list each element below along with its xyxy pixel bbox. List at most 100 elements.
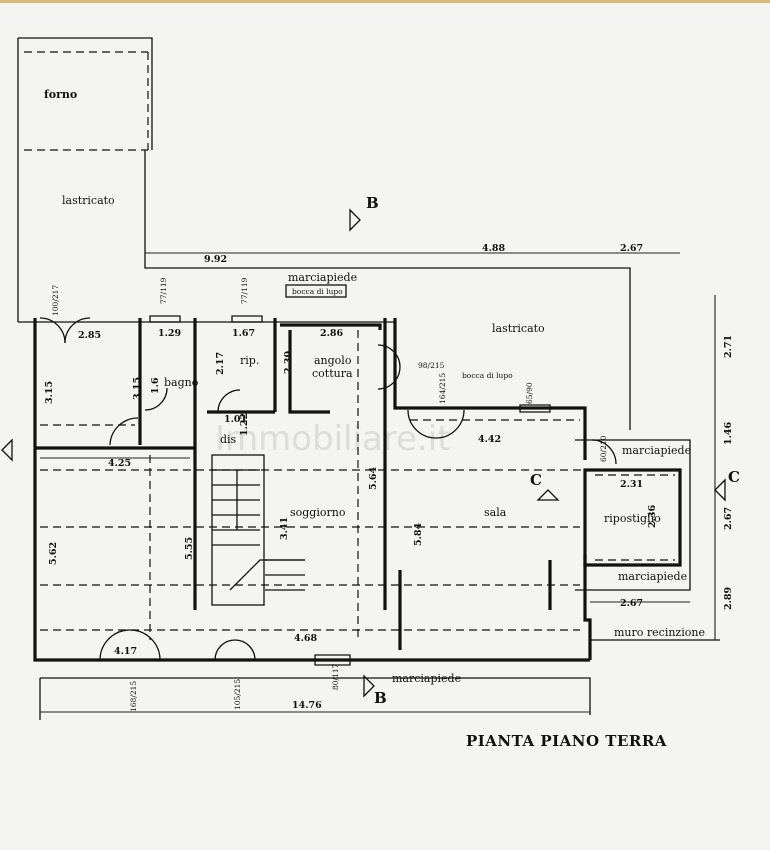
watermark-text: Immobiliare.it [215,419,451,459]
door-arc-sala-3 [407,409,437,439]
dim-488: 4.88 [482,243,506,254]
opening-164-215: 164/215 [438,373,447,404]
room-dis: dis [220,433,237,446]
dim-564: 5.64 [368,466,379,490]
arrow-b-top [349,208,361,232]
wall-house-east [393,318,587,460]
plan-title: PIANTA PIANO TERRA [466,732,667,750]
section-b-top: B [366,194,379,212]
room-rip: rip. [240,354,259,367]
dim-129: 1.29 [158,328,182,339]
dim-217: 2.17 [215,352,226,375]
dim-267-top: 2.67 [620,243,643,254]
dim-562: 5.62 [48,542,59,565]
opening-98-215: 98/215 [418,361,445,370]
opening-60-210: 60/210 [599,435,608,462]
room-cottura: cottura [312,367,353,380]
dim-267-v: 2.67 [723,507,734,530]
section-markers: B B C C [1,194,740,707]
wall-cottura-west [288,330,330,414]
opening-65-90: 65/90 [525,382,534,404]
wall-house-west-south [33,318,590,662]
door-arc-south-3 [214,639,236,661]
window-1 [149,315,181,323]
opening-100-217: 100/217 [51,285,60,316]
section-c-right: C [728,468,740,486]
room-lastricato-top: lastricato [62,194,115,207]
dim-425: 4.25 [108,458,131,469]
room-ripostiglio: ripostiglio [604,512,661,525]
dim-16: 1.6 [150,377,161,394]
door-arc-bagno [144,387,168,411]
window-3 [519,404,551,413]
section-c-left: C [530,471,542,489]
ripostiglio-block [575,439,691,591]
label-marciapiede-bottom: marciapiede [392,672,461,685]
arrow-left-edge [1,438,13,462]
opening-80-117: 80/117 [331,663,340,690]
room-lastricato-right: lastricato [492,322,545,335]
dim-1476: 14.76 [292,700,322,711]
label-bocca-lupo-2: bocca di lupo [462,371,513,380]
stair-landing [229,559,305,591]
room-bagno: bagno [164,376,199,389]
label-marciapiede-top: marciapiede [288,271,357,284]
room-angolo: angolo [314,354,352,367]
dim-167: 1.67 [232,328,255,339]
arrow-b-bottom [363,674,375,698]
wall-forno-top [18,37,153,150]
door-arc-sala-4 [435,409,465,439]
door-arc-south-1 [99,629,131,661]
opening-105-215: 105/215 [233,679,242,710]
dim-231: 2.31 [620,479,643,490]
ripostiglio-walls [583,468,682,567]
opening-168-215: 168/215 [129,681,138,712]
door-arc-south-4 [234,639,256,661]
label-marciapiede-right-bottom: marciapiede [618,570,687,583]
dim-584: 5.84 [413,522,424,546]
dim-122: 1.22 [239,413,250,436]
label-bocca-lupo-1: bocca di lupo [292,287,343,296]
staircase [211,454,305,606]
opening-77-119a: 77/119 [159,277,168,304]
windows [149,315,551,666]
dim-992: 9.92 [204,254,227,265]
arrow-c-right [714,478,726,502]
wall-courtyard-right [144,150,631,430]
dim-267-bottom: 2.67 [620,598,643,609]
room-forno: forno [44,88,77,101]
dim-289: 2.89 [723,586,734,610]
label-marciapiede-right-top: marciapiede [622,444,691,457]
ripostiglio-outer [575,439,691,591]
dim-230: 2.30 [283,350,294,374]
outer-walls [17,37,631,662]
dimension-lines [40,252,716,713]
dim-315a: 3.15 [44,381,55,404]
dim-236: 2.36 [647,504,658,528]
marciapiede-line [40,677,591,715]
dashed-lines [40,330,675,640]
dim-341: 3.41 [279,517,290,540]
dim-271: 2.71 [723,335,734,358]
dim-146: 1.46 [723,421,734,445]
label-muro: muro recinzione [614,626,705,639]
dim-555: 5.55 [184,537,195,560]
south-strip [39,639,720,720]
bocca-lupo-box-1 [285,284,347,298]
door-arc-rip-1 [591,439,617,465]
arrow-c-left [536,489,560,501]
door-arc-bedroom [109,417,139,446]
forno-canopy-dashed [24,51,149,151]
opening-77-119b: 77/119 [240,277,249,304]
room-soggiorno: soggiorno [290,506,346,519]
paper-edge [0,0,770,3]
dim-315b: 3.15 [132,377,143,400]
dim-442: 4.42 [478,434,501,445]
wall-house-southeast [583,555,592,660]
dim-468: 4.68 [294,633,318,644]
door-arc-sala-2 [377,366,401,390]
door-arc-south-2 [129,629,161,661]
window-4 [314,654,351,666]
